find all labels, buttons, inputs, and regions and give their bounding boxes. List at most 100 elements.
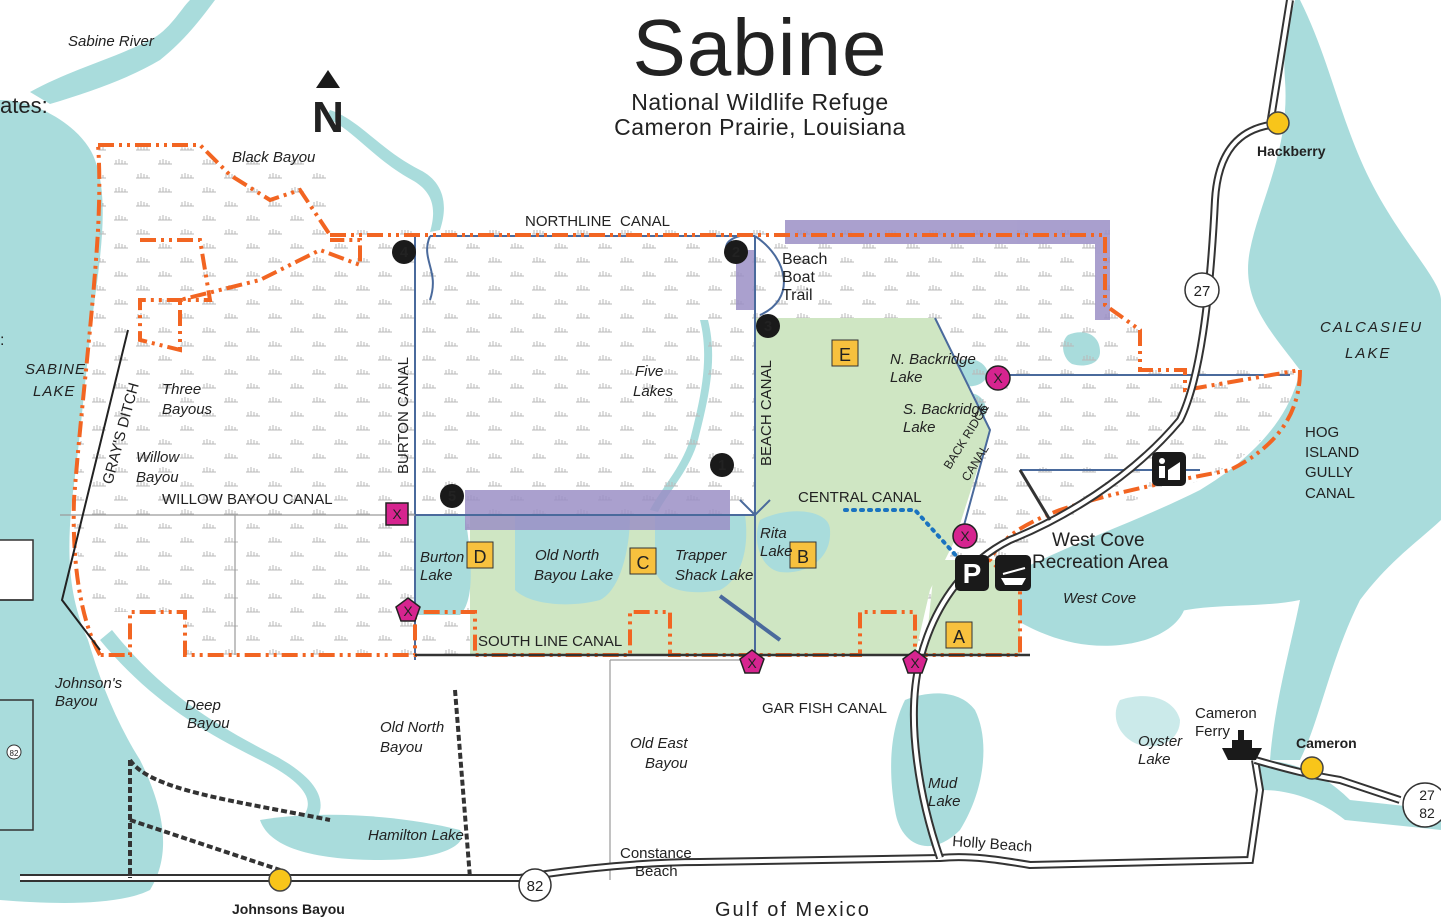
place-label: Gulf of Mexico [715, 899, 871, 921]
water-label: Deep [185, 697, 221, 714]
route-27-shield [1184, 272, 1220, 308]
johnsons-bayou [100, 630, 321, 826]
closure-label: X [403, 603, 413, 619]
legend-fragment: : [0, 332, 4, 349]
canal-label: NORTHLINE [525, 213, 611, 230]
town-hackberry [1266, 111, 1290, 135]
minor-canals [60, 514, 755, 880]
water-label: Bayou [55, 693, 98, 710]
town-label: Hackberry [1257, 143, 1326, 159]
sabine-river [30, 0, 215, 104]
water-label: West Cove [1063, 590, 1136, 607]
boat-launch-icon [995, 555, 1031, 591]
water-label: LAKE [1345, 345, 1391, 362]
ferry-icon [1222, 730, 1262, 760]
unit-label: B [797, 547, 809, 567]
water-label: Lake [1138, 751, 1171, 768]
stop-label: 2 [732, 244, 740, 261]
parking-icon: P [955, 555, 989, 591]
water-label: Old North [380, 719, 444, 736]
map-location: Cameron Prairie, Louisiana [614, 114, 906, 140]
place-label: Holly Beach [952, 833, 1033, 856]
closure-label: X [960, 528, 970, 544]
stop-markers [392, 240, 780, 508]
canal-label: HOG [1305, 424, 1339, 441]
canal-label: CANAL [1305, 485, 1355, 502]
water-label: Oyster [1138, 733, 1183, 750]
map-subtitle: National Wildlife Refuge [631, 89, 889, 115]
water-label: Lakes [633, 383, 674, 400]
restroom-icon [1152, 452, 1186, 486]
canal-label: ISLAND [1305, 444, 1359, 461]
hamilton-lake [260, 814, 462, 860]
water-label: Bayou [187, 715, 230, 732]
unit-label: A [953, 627, 965, 647]
water-label: N. Backridge [890, 351, 976, 368]
place-label: Recreation Area [1032, 552, 1169, 573]
water-label: Old North [535, 547, 599, 564]
towns [268, 111, 1324, 892]
closure-markers [385, 365, 1011, 674]
water-label: Bayou [645, 755, 688, 772]
water-label: Lake [420, 567, 453, 584]
water-label: Black Bayou [232, 149, 316, 166]
north-arrow-letter: N [312, 93, 344, 142]
trapper-shack-lake [655, 515, 747, 593]
water-label: Lake [903, 419, 936, 436]
west-cove [1000, 563, 1187, 646]
mud-lake [891, 693, 984, 847]
cameron-river [1255, 760, 1441, 830]
route-2782-shield [1402, 782, 1441, 828]
canal-label: GAR FISH CANAL [762, 700, 887, 717]
water-label: Bayous [162, 401, 213, 418]
closure-label: X [747, 655, 757, 671]
route-label: 82 [10, 749, 19, 758]
water-label: Sabine River [68, 33, 155, 50]
water-label: Burton [420, 549, 464, 566]
legend-boxes [0, 539, 34, 831]
water-label: CALCASIEU [1320, 319, 1423, 336]
unit-label: C [637, 553, 650, 573]
water-label: S. Backridge [903, 401, 988, 418]
water-label: Five [635, 363, 663, 380]
route-82-shield [518, 868, 552, 902]
place-label: Beach [635, 863, 678, 880]
route-label: 27 [1194, 283, 1211, 300]
town-cameron [1300, 756, 1324, 780]
route-label: 82 [1419, 805, 1435, 821]
town-label: Johnsons Bayou [232, 901, 345, 917]
canal-label: BEACH CANAL [758, 360, 775, 466]
route-label: 82 [527, 878, 544, 895]
trail-highlights [465, 220, 1110, 530]
unit-label: D [474, 547, 487, 567]
stop-label: 1 [718, 457, 726, 474]
burton-lake [415, 515, 471, 615]
canal-label: WILLOW BAYOU CANAL [162, 491, 333, 508]
water-label: Willow [136, 449, 180, 466]
canal-label: SOUTH LINE CANAL [478, 633, 622, 650]
map-title: Sabine [632, 3, 888, 92]
water-label: Old East [630, 735, 688, 752]
water-label: Lake [760, 543, 793, 560]
black-bayou [326, 110, 444, 232]
unit-e-area [755, 318, 990, 655]
water-label: Mud [928, 775, 958, 792]
town-label: Cameron [1296, 735, 1357, 751]
stop-label: 4 [400, 244, 409, 261]
water-label: Shack Lake [675, 567, 753, 584]
sabine-lake [0, 100, 164, 903]
place-label: Ferry [1195, 723, 1230, 740]
place-label: Constance [620, 845, 692, 862]
water-label: Lake [928, 793, 961, 810]
route-label: 27 [1419, 787, 1435, 803]
water-label: Hamilton Lake [368, 827, 464, 844]
svg-text:P: P [963, 558, 982, 589]
water-label: Rita [760, 525, 787, 542]
grays-ditch [60, 329, 129, 651]
water-label: Lake [890, 369, 923, 386]
water-label: SABINE [25, 361, 86, 378]
oyster-lake [1115, 696, 1180, 747]
refuge-boundary [71, 143, 1302, 657]
old-north-bayou-lake [515, 515, 630, 605]
